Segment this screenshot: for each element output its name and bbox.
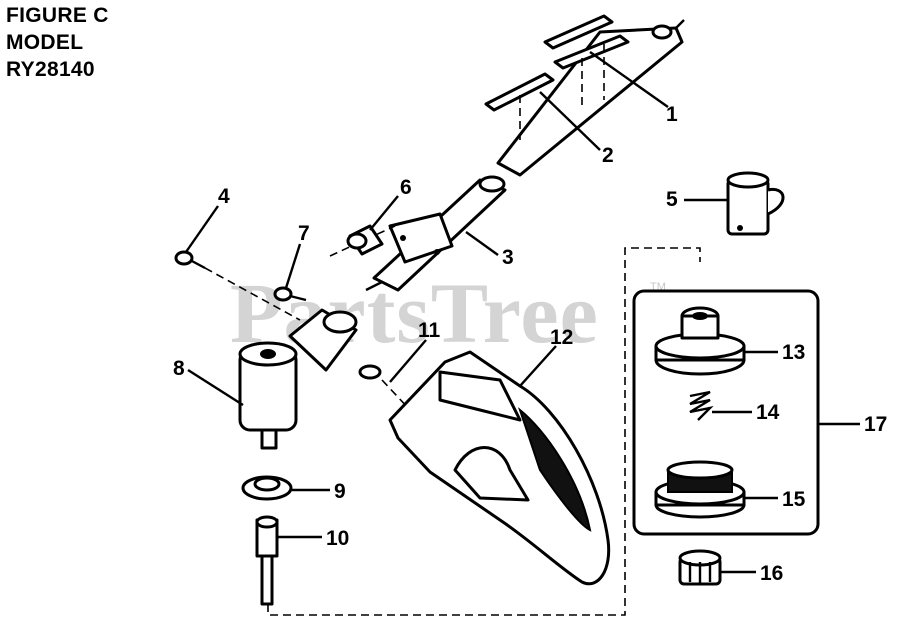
callout-11: 11	[418, 319, 441, 342]
spacer	[346, 224, 384, 256]
callout-5: 5	[666, 188, 678, 211]
screw-4	[174, 250, 206, 270]
callout-15: 15	[782, 488, 806, 511]
bump-knob	[678, 549, 722, 586]
model-number: RY28140	[6, 58, 95, 81]
screw-7	[273, 286, 307, 302]
fastener	[358, 364, 411, 411]
bolt	[255, 515, 279, 606]
model-label: MODEL	[6, 31, 84, 54]
spring	[689, 390, 714, 421]
upper-shaft	[496, 19, 685, 177]
callout-14: 14	[756, 401, 780, 424]
washer	[241, 475, 293, 501]
callout-12: 12	[550, 326, 573, 349]
figure-label: FIGURE C	[6, 4, 109, 27]
callout-10: 10	[326, 527, 349, 550]
spool-housing	[654, 306, 746, 376]
wrench-cup	[726, 171, 785, 236]
callout-6: 6	[400, 176, 412, 199]
callout-1: 1	[666, 103, 678, 126]
callout-7: 7	[298, 222, 310, 245]
callout-3: 3	[502, 246, 514, 269]
callout-2: 2	[602, 144, 614, 167]
callout-13: 13	[782, 341, 805, 364]
spool	[654, 460, 746, 519]
callout-17: 17	[864, 413, 887, 436]
watermark-text: PartsTree	[230, 265, 599, 361]
callout-9: 9	[334, 480, 346, 503]
gear-head	[238, 308, 358, 450]
guard	[388, 350, 611, 586]
callout-16: 16	[760, 562, 783, 585]
kit-box	[632, 289, 820, 536]
label-strip-2	[484, 72, 555, 140]
lower-shaft	[365, 175, 507, 292]
callout-8: 8	[173, 357, 185, 380]
callout-4: 4	[218, 185, 230, 208]
